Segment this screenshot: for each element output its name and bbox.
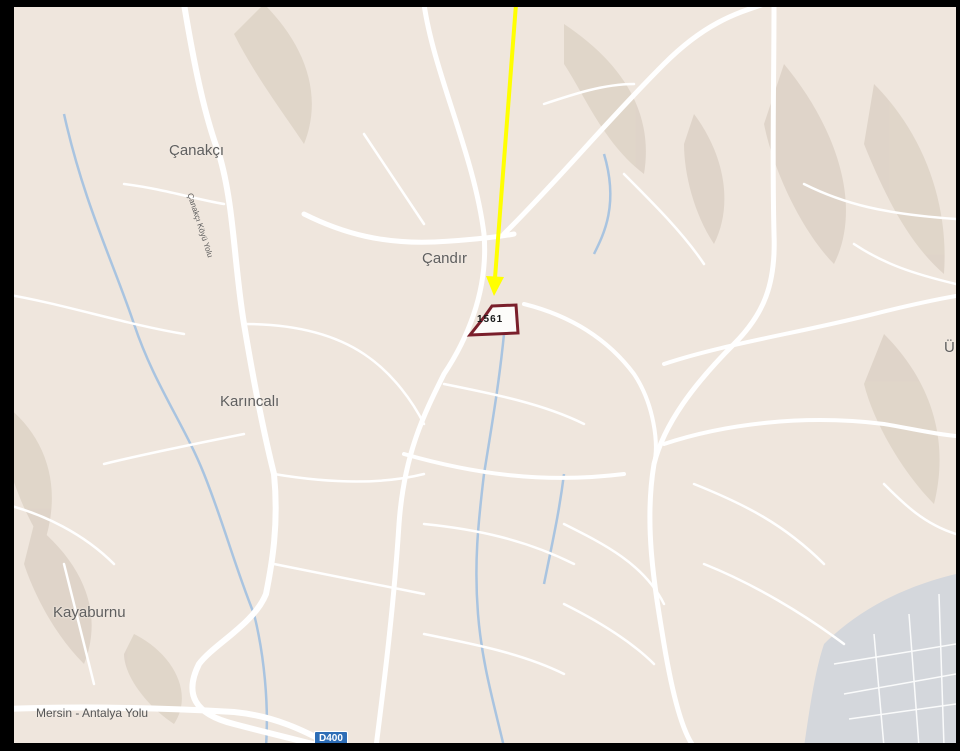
river-lines <box>62 113 612 747</box>
place-label-candir[interactable]: Çandır <box>422 250 468 267</box>
parcel-number-label[interactable]: 1561 <box>477 314 504 325</box>
road-network <box>4 4 956 747</box>
place-label-edge[interactable]: Ü <box>944 339 955 356</box>
parcel-1561[interactable] <box>466 303 520 337</box>
place-label-canakci[interactable]: Çanakçı <box>169 142 225 159</box>
route-shield-d400: D400 <box>314 731 348 746</box>
urban-area <box>804 574 956 747</box>
location-arrow-icon <box>486 4 518 296</box>
terrain-shading <box>4 4 945 724</box>
road-label-mersin-antalya: Mersin - Antalya Yolu <box>36 706 149 720</box>
parcel-outline[interactable] <box>466 303 520 337</box>
place-label-karincali[interactable]: Karıncalı <box>220 393 280 410</box>
map-canvas[interactable] <box>4 4 956 747</box>
urban-streets <box>833 593 956 747</box>
place-label-kayaburnu[interactable]: Kayaburnu <box>53 604 126 621</box>
